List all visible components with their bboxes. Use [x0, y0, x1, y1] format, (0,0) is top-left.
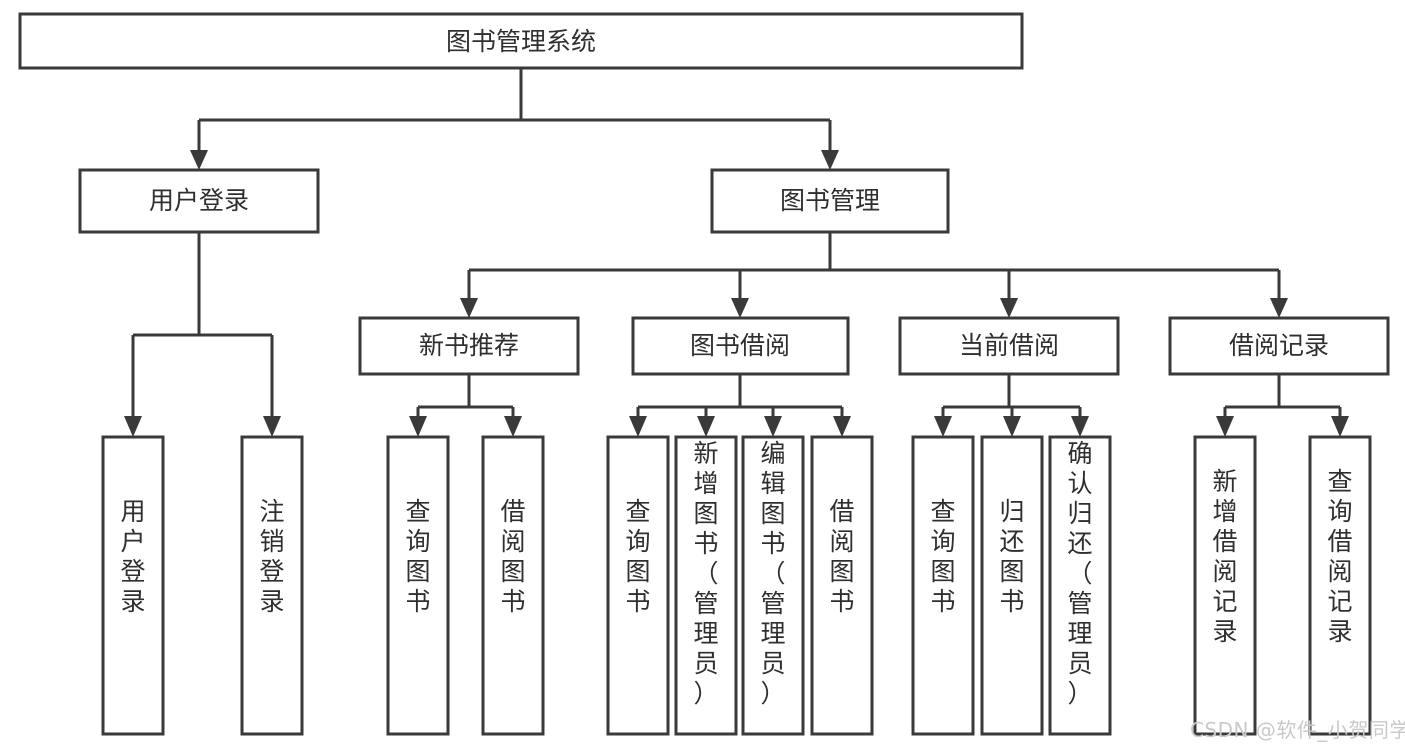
- arrowhead-book-management: [821, 150, 839, 170]
- arrowhead-borrow-record: [1270, 298, 1288, 318]
- arrowhead-leaf-return-book: [1003, 416, 1021, 437]
- arrowhead-new-book-recommend: [460, 298, 478, 318]
- leaf-add-borrow-record-box[interactable]: [1193, 435, 1257, 736]
- arrowhead-leaf-query-book-3: [934, 416, 952, 437]
- leaf-return-book-label: 归还图书: [999, 497, 1024, 616]
- node-borrow-record-box[interactable]: [1168, 316, 1390, 376]
- node-root-label: 图书管理系统: [446, 27, 596, 56]
- arrowhead-leaf-edit-book-admin: [764, 416, 782, 437]
- leaf-add-borrow-record-label: 新增借阅记录: [1212, 467, 1237, 646]
- leaf-add-book-admin-label: 新增图书（管理员）: [693, 439, 718, 708]
- leaf-query-borrow-record-box[interactable]: [1308, 435, 1372, 736]
- leaf-return-book[interactable]: 归还图书: [980, 435, 1044, 736]
- leaf-edit-book-admin-label: 编辑图书（管理员）: [760, 439, 785, 708]
- node-book-borrow[interactable]: 图书借阅: [631, 316, 850, 376]
- leaf-user-login-label: 用户登录: [120, 497, 145, 616]
- arrowhead-leaf-confirm-return-admin: [1071, 416, 1089, 437]
- leaf-query-book-1-label: 查询图书: [405, 497, 430, 616]
- leaf-borrow-book-1-box[interactable]: [481, 435, 545, 736]
- arrowhead-leaf-logout-login: [263, 416, 281, 437]
- leaf-query-book-2[interactable]: 查询图书: [606, 435, 670, 736]
- leaf-query-book-2-box[interactable]: [606, 435, 670, 736]
- edges-book-management-to-level2: [460, 232, 1288, 318]
- node-current-borrow-label: 当前借阅: [959, 331, 1059, 360]
- leaf-query-book-3-label: 查询图书: [930, 497, 955, 616]
- leaf-logout-login[interactable]: 注销登录: [240, 435, 304, 736]
- leaf-query-book-3-box[interactable]: [911, 435, 975, 736]
- node-current-borrow[interactable]: 当前借阅: [898, 316, 1120, 376]
- leaf-add-book-admin-box[interactable]: [674, 435, 738, 736]
- leaf-query-book-1-box[interactable]: [386, 435, 450, 736]
- leaf-confirm-return-admin-box[interactable]: [1048, 435, 1112, 736]
- leaf-borrow-book-1-label: 借阅图书: [500, 497, 525, 616]
- edges-root-to-level1: [190, 68, 839, 170]
- leaf-user-login-box[interactable]: [101, 435, 165, 736]
- leaf-query-book-3[interactable]: 查询图书: [911, 435, 975, 736]
- node-book-management-box[interactable]: [710, 168, 950, 234]
- node-book-borrow-label: 图书借阅: [690, 331, 790, 360]
- arrowhead-leaf-borrow-book-2: [833, 416, 851, 437]
- arrowhead-current-borrow: [1000, 298, 1018, 318]
- csdn-watermark: CSDN @软件_小贺同学: [1190, 718, 1405, 742]
- arrowhead-leaf-user-login: [124, 416, 142, 437]
- node-user-login-box[interactable]: [78, 168, 320, 234]
- node-root[interactable]: 图书管理系统: [18, 12, 1024, 70]
- arrowhead-leaf-borrow-book-1: [504, 416, 522, 437]
- leaf-query-book-2-label: 查询图书: [625, 497, 650, 616]
- leaf-logout-login-box[interactable]: [240, 435, 304, 736]
- arrowhead-leaf-add-borrow-record: [1216, 416, 1234, 437]
- arrowhead-leaf-query-book-2: [629, 416, 647, 437]
- node-user-login[interactable]: 用户登录: [78, 168, 320, 234]
- arrowhead-leaf-add-book-admin: [697, 416, 715, 437]
- node-root-box[interactable]: [18, 12, 1024, 70]
- leaf-user-login[interactable]: 用户登录: [101, 435, 165, 736]
- edges-borrow-record-to-leaves: [1216, 374, 1349, 437]
- leaf-borrow-book-2-box[interactable]: [810, 435, 874, 736]
- leaf-add-book-admin[interactable]: 新增图书（管理员）: [674, 435, 738, 736]
- node-user-login-label: 用户登录: [149, 186, 249, 215]
- leaf-borrow-book-2[interactable]: 借阅图书: [810, 435, 874, 736]
- leaf-confirm-return-admin-label: 确认归还（管理员）: [1067, 439, 1092, 708]
- edges-current-borrow-to-leaves: [934, 374, 1089, 437]
- edges-user-login-to-leaves: [124, 232, 281, 437]
- leaf-logout-login-label: 注销登录: [259, 497, 284, 616]
- leaf-confirm-return-admin[interactable]: 确认归还（管理员）: [1048, 435, 1112, 736]
- leaf-edit-book-admin-box[interactable]: [741, 435, 805, 736]
- edges-new-book-recommend-to-leaves: [409, 374, 522, 437]
- leaf-add-borrow-record[interactable]: 新增借阅记录: [1193, 435, 1257, 736]
- leaf-edit-book-admin[interactable]: 编辑图书（管理员）: [741, 435, 805, 736]
- arrowhead-leaf-query-book-1: [409, 416, 427, 437]
- node-book-management-label: 图书管理: [780, 186, 880, 215]
- arrowhead-user-login: [190, 150, 208, 170]
- leaf-borrow-book-2-label: 借阅图书: [829, 497, 854, 616]
- node-book-borrow-box[interactable]: [631, 316, 850, 376]
- leaf-borrow-book-1[interactable]: 借阅图书: [481, 435, 545, 736]
- leaf-return-book-box[interactable]: [980, 435, 1044, 736]
- node-current-borrow-box[interactable]: [898, 316, 1120, 376]
- leaf-query-book-1[interactable]: 查询图书: [386, 435, 450, 736]
- node-borrow-record[interactable]: 借阅记录: [1168, 316, 1390, 376]
- leaf-query-borrow-record[interactable]: 查询借阅记录: [1308, 435, 1372, 736]
- arrowhead-book-borrow: [731, 298, 749, 318]
- node-new-book-recommend-label: 新书推荐: [419, 331, 519, 360]
- node-new-book-recommend[interactable]: 新书推荐: [358, 316, 580, 376]
- edges-book-borrow-to-leaves: [629, 374, 851, 437]
- node-new-book-recommend-box[interactable]: [358, 316, 580, 376]
- node-borrow-record-label: 借阅记录: [1229, 331, 1329, 360]
- leaf-query-borrow-record-label: 查询借阅记录: [1327, 467, 1352, 646]
- arrowhead-leaf-query-borrow-record: [1331, 416, 1349, 437]
- node-book-management[interactable]: 图书管理: [710, 168, 950, 234]
